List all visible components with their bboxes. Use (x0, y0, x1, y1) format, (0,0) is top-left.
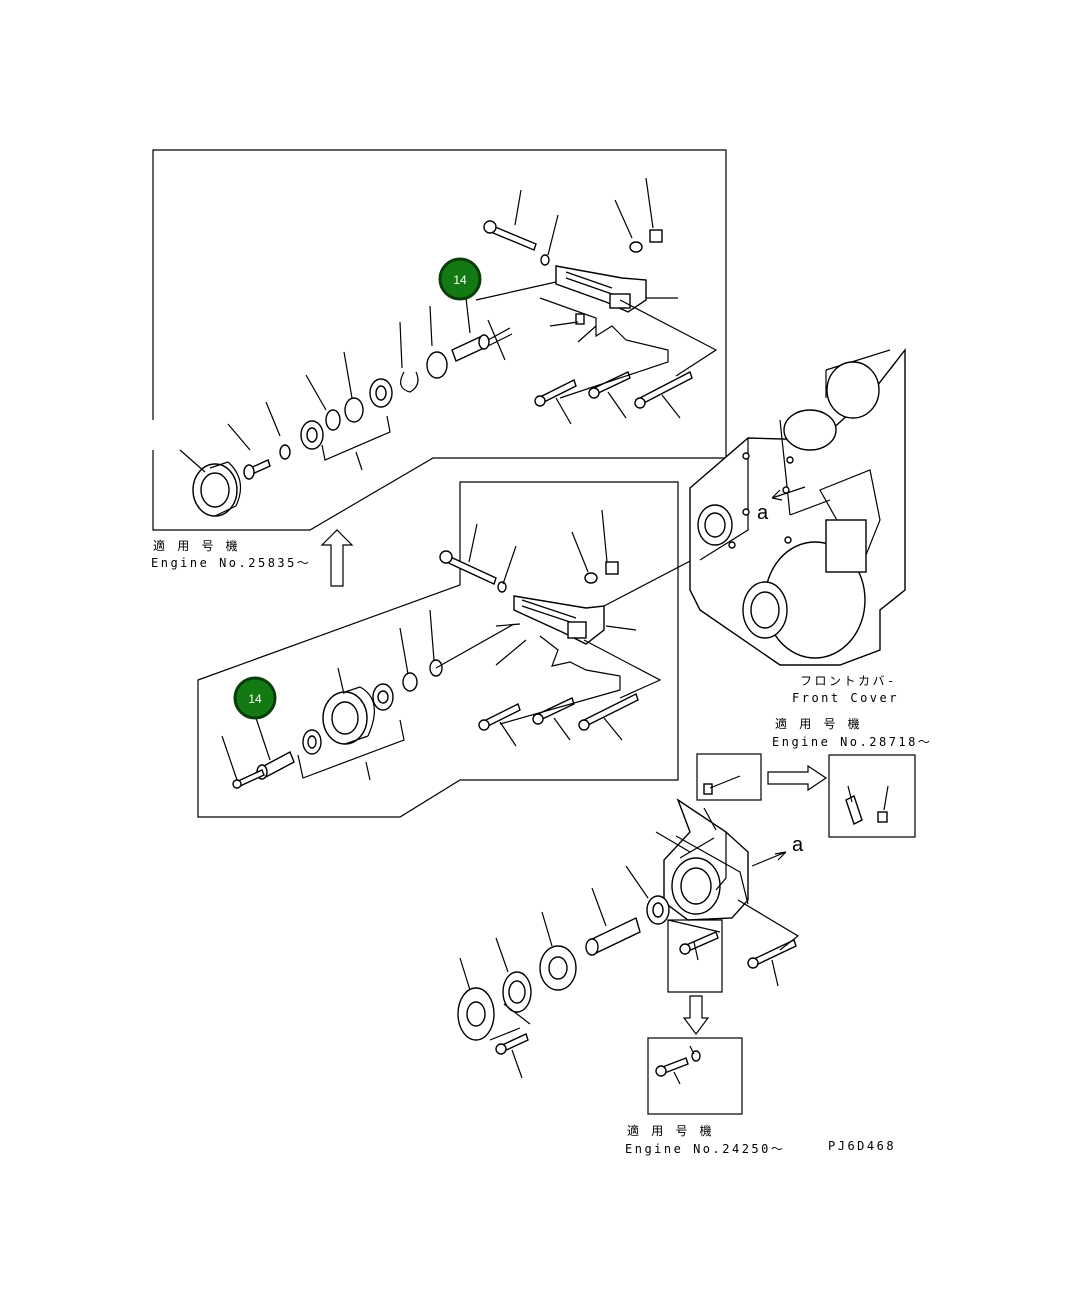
upper-leader-lines (179, 177, 718, 473)
bolt-detail-box (647, 1037, 743, 1115)
upper-clip (575, 313, 585, 325)
view-a-lower: a (792, 834, 804, 856)
callout-14-middle[interactable] (233, 676, 277, 720)
fitting-detail-box (828, 754, 916, 838)
upper-snap-ring (400, 371, 419, 393)
down-arrow (682, 995, 710, 1035)
middle-bearing-1 (302, 729, 322, 755)
middle-long-bolt (439, 550, 497, 585)
middle-bracket (513, 595, 605, 645)
small-fitting-box (696, 753, 762, 801)
view-a-upper: a (757, 502, 769, 524)
middle-bearing-2 (372, 683, 394, 711)
middle-spacer (402, 672, 418, 692)
middle-small-bolt (232, 769, 265, 789)
lower-coupling (539, 945, 577, 991)
upper-spacer (325, 409, 341, 431)
small-fitting (703, 783, 713, 795)
front-cover-jp: フロントカバ- (800, 674, 897, 688)
lower-bearing (646, 895, 670, 925)
lower-bolt-right (747, 939, 797, 969)
upper-bearing-2 (369, 378, 393, 408)
lower-leader-lines (459, 807, 800, 1079)
pump-housing (663, 798, 749, 921)
upper-washer (279, 444, 291, 460)
lower-engine-no: Engine No.24250～ (625, 1142, 785, 1156)
upper-engine-no: Engine No.25835～ (151, 556, 311, 570)
bolt-detail (655, 1045, 701, 1085)
mid-bolt (679, 931, 719, 955)
callout-14-upper[interactable] (438, 257, 482, 301)
lower-flange (457, 987, 495, 1041)
upper-inset-frame (152, 149, 727, 531)
front-cover-en: Front Cover (792, 691, 899, 705)
middle-washer-2 (584, 572, 598, 584)
upper-small-bolt (243, 459, 271, 480)
upper-bearing-1 (300, 420, 324, 450)
upper-long-bolt (483, 220, 537, 251)
view-a-arrow (751, 851, 787, 867)
right-engine-no: Engine No.28718～ (772, 735, 932, 749)
lower-gasket (502, 971, 532, 1013)
drawing-code: PJ6D468 (828, 1139, 896, 1153)
fitting-detail (845, 785, 889, 825)
upper-washer-2 (540, 254, 550, 266)
lower-shaft (585, 917, 641, 956)
upper-seal (426, 351, 448, 379)
right-arrow (767, 764, 828, 792)
mid-bolt-box (667, 919, 723, 993)
upper-nut (649, 229, 663, 243)
engine-block (689, 347, 906, 666)
upper-pulley (192, 461, 242, 517)
upper-ring (344, 397, 364, 423)
middle-leader-lines (221, 509, 662, 781)
middle-nut (605, 561, 619, 575)
upper-shaft (451, 327, 513, 362)
middle-inset-frame (197, 481, 679, 818)
lower-applicable-jp: 適 用 号 機 (627, 1123, 714, 1138)
upper-washer-3 (629, 241, 643, 253)
lower-bolt-left (495, 1033, 529, 1055)
transition-up-arrow (320, 529, 354, 587)
upper-bracket (555, 265, 647, 313)
middle-washer (497, 581, 507, 593)
upper-applicable-jp: 適 用 号 機 (153, 538, 240, 553)
right-applicable-jp: 適 用 号 機 (775, 716, 862, 731)
middle-bolts-row (478, 693, 639, 731)
middle-pulley (322, 686, 375, 745)
